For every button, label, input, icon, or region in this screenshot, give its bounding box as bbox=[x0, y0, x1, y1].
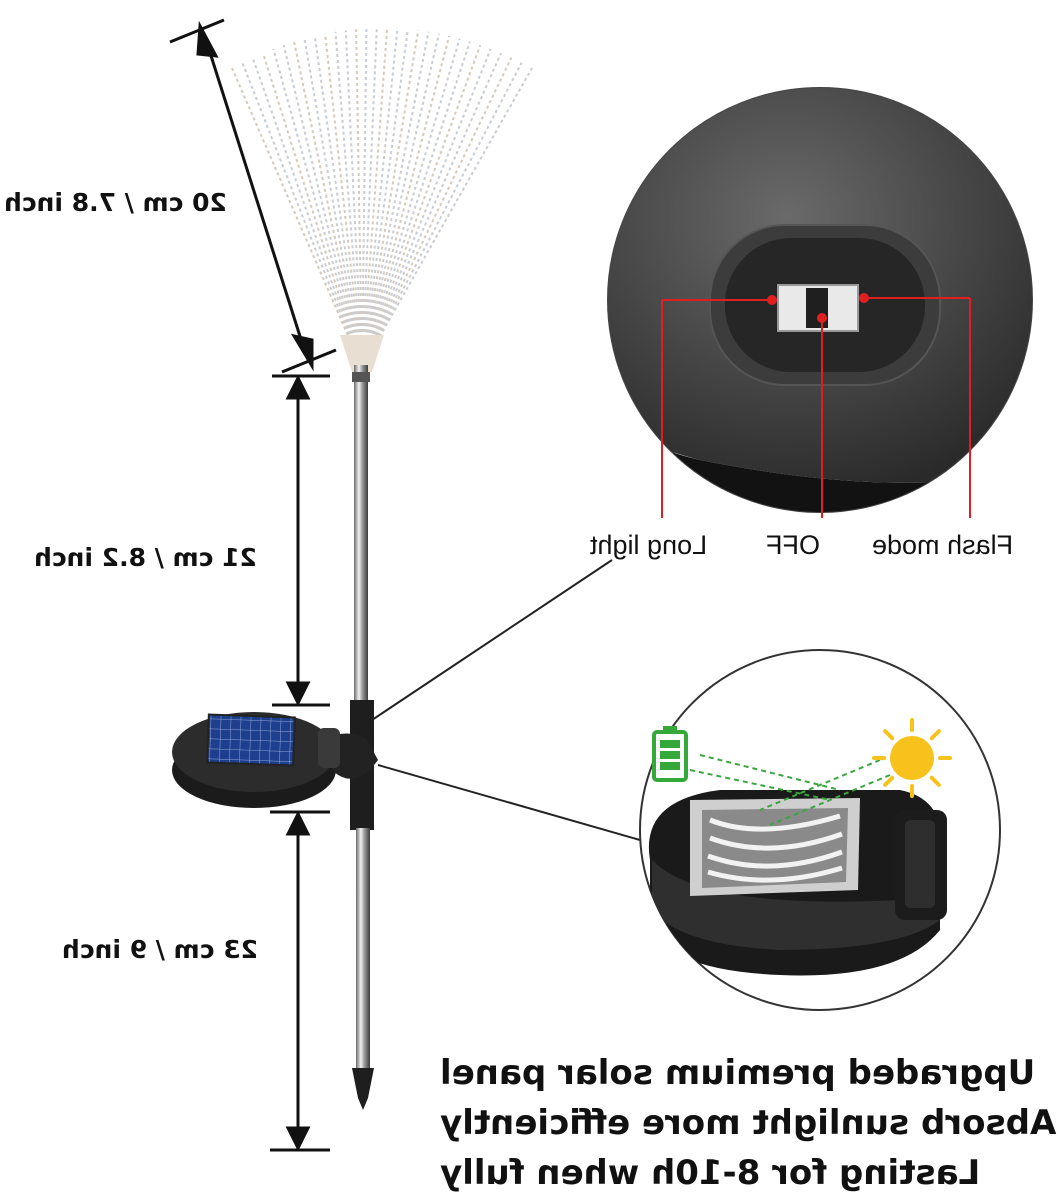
sun-ray bbox=[929, 775, 941, 787]
fiber-strand bbox=[324, 33, 363, 369]
fiber-strand bbox=[251, 57, 363, 369]
fiber-strand bbox=[231, 67, 363, 369]
sun-icon bbox=[872, 718, 952, 798]
sun-ray bbox=[929, 729, 941, 741]
fiber-strand bbox=[344, 30, 363, 369]
callout-lines bbox=[371, 559, 641, 841]
dimension-label-bottom: 23 cm / 9 inch bbox=[62, 935, 258, 964]
dimension-lines bbox=[169, 18, 337, 1152]
fiber-strand bbox=[303, 38, 363, 369]
fiber-strand bbox=[361, 28, 378, 369]
fiber-strand bbox=[313, 35, 363, 369]
fiber-strand bbox=[361, 57, 513, 369]
charging-closeup bbox=[639, 649, 1001, 1011]
fiber-strand bbox=[272, 48, 363, 369]
switch-indicators bbox=[661, 293, 971, 518]
switch-label-flash-mode: Flash mode bbox=[872, 530, 1014, 560]
caption-line-1: Upgraded premium solar panel bbox=[439, 1053, 1035, 1093]
switch-closeup bbox=[607, 87, 1033, 513]
fiber-base bbox=[340, 335, 384, 372]
solar-panel-unit bbox=[172, 712, 378, 808]
sun-ray bbox=[883, 729, 895, 741]
fiber-strand bbox=[282, 44, 363, 369]
feature-caption: Upgraded premium solar panel Absorb sunl… bbox=[440, 1048, 1056, 1198]
fiber-strand bbox=[361, 29, 409, 369]
caption-line-2: Absorb sunlight more efficiently bbox=[439, 1103, 1056, 1143]
sun-ray bbox=[883, 775, 895, 787]
fiber-strand bbox=[361, 31, 430, 369]
fiber-strand bbox=[361, 38, 461, 369]
fiber-strand bbox=[361, 28, 368, 369]
dimension-label-top: 20 cm / 7.8 inch bbox=[4, 188, 227, 217]
switch-label-off: OFF bbox=[766, 530, 820, 560]
firework-fibers bbox=[231, 27, 533, 372]
fiber-strand bbox=[241, 62, 363, 369]
fiber-strand bbox=[361, 28, 399, 369]
switch-label-long-light: Long light bbox=[590, 530, 708, 560]
fiber-strand bbox=[293, 41, 363, 369]
fiber-strand bbox=[361, 27, 389, 369]
fiber-strand bbox=[334, 31, 363, 369]
fiber-strand bbox=[355, 29, 363, 369]
caption-line-3: Lasting for 8-10h when fully bbox=[439, 1153, 980, 1193]
fiber-strand bbox=[361, 30, 420, 369]
dimension-label-middle: 21 cm / 8.2 inch bbox=[34, 543, 257, 572]
fiber-strand bbox=[361, 62, 523, 369]
battery-icon bbox=[652, 726, 688, 782]
fiber-strand bbox=[262, 52, 363, 369]
